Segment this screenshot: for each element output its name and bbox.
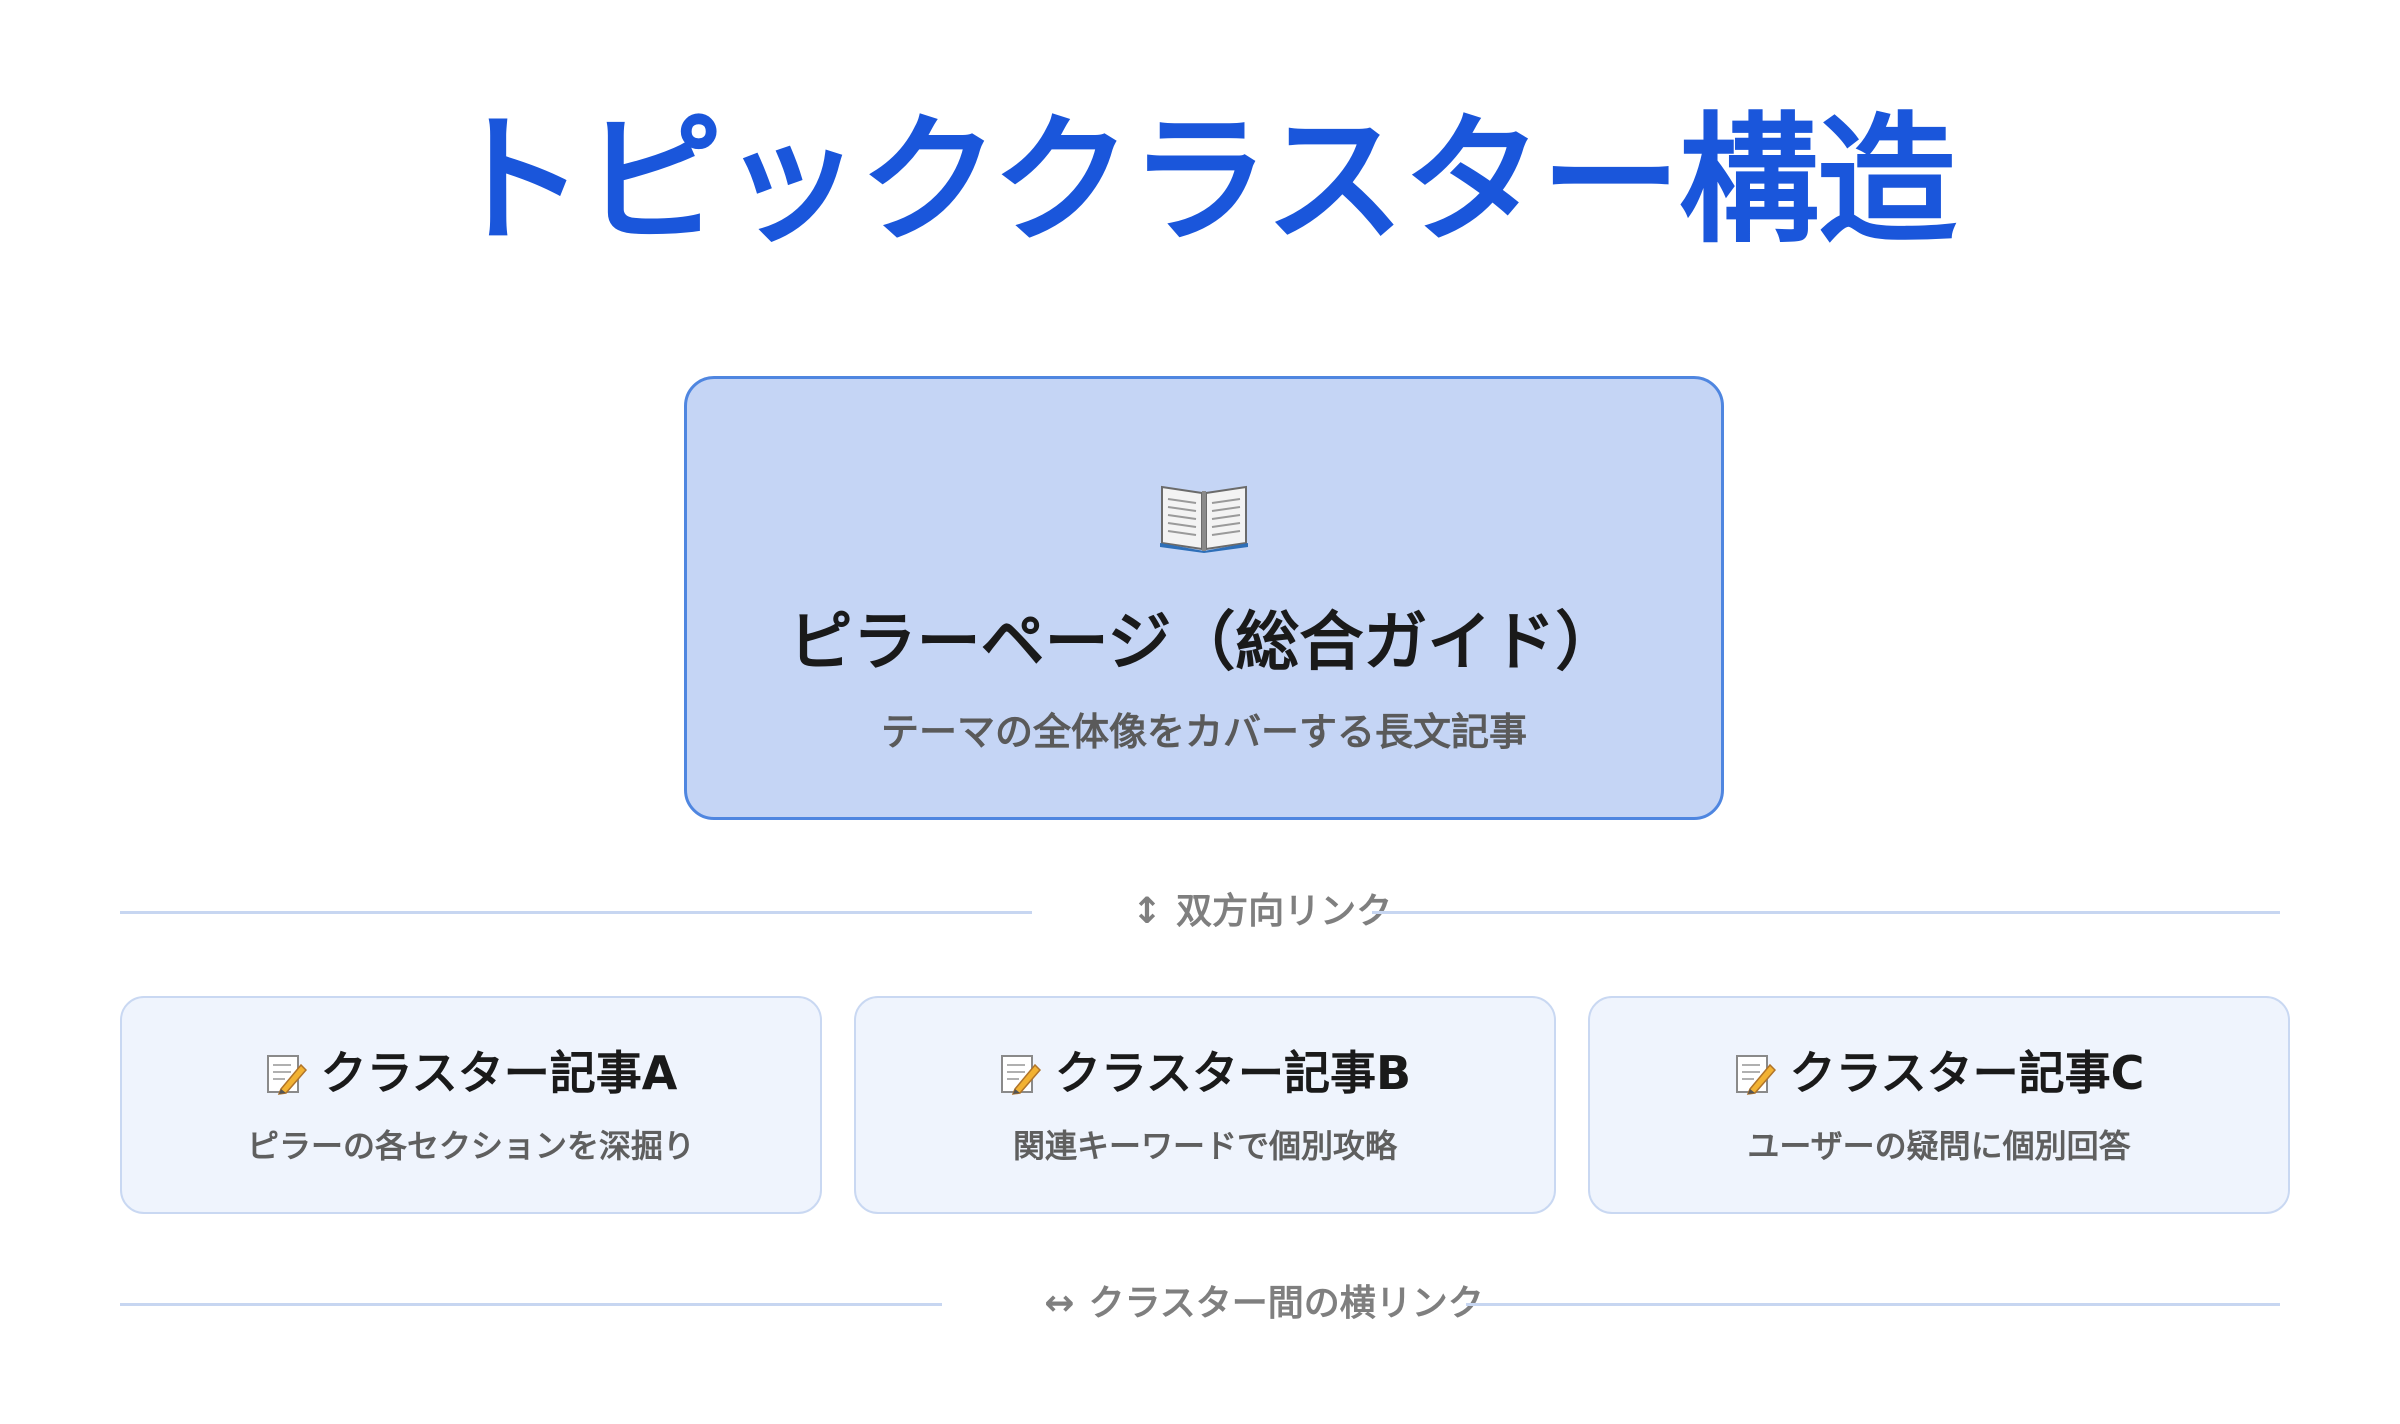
pillar-subtitle: テーマの全体像をカバーする長文記事 [880, 710, 1527, 754]
cluster-card-b: クラスター記事B 関連キーワードで個別攻略 [854, 996, 1556, 1214]
memo-icon [1734, 1053, 1776, 1102]
up-down-arrow-icon: ↕ [1131, 891, 1163, 932]
divider-line-right [1372, 911, 2280, 914]
page-title: トピッククラスター構造 [445, 100, 1957, 263]
open-book-icon [687, 473, 1721, 556]
cluster-subtitle-c: ユーザーの疑問に個別回答 [1747, 1127, 2131, 1165]
cluster-articles: クラスター記事A ピラーの各セクションを深掘り クラスター記事B 関連キーワード… [120, 996, 2290, 1214]
divider-line-left [120, 911, 1032, 914]
cluster-title-c: クラスター記事C [1789, 1046, 2145, 1100]
cluster-card-a: クラスター記事A ピラーの各セクションを深掘り [120, 996, 822, 1214]
left-right-arrow-icon: ↔ [1044, 1283, 1075, 1324]
bidirectional-link-divider: ↕ 双方向リンク [120, 882, 2280, 942]
cross-cluster-link-divider: ↔ クラスター間の横リンク [120, 1274, 2280, 1334]
cluster-subtitle-a: ピラーの各セクションを深掘り [246, 1127, 695, 1165]
pillar-page-box: ピラーページ（総合ガイド） テーマの全体像をカバーする長文記事 [684, 376, 1724, 820]
cross-cluster-link-label: ↔ クラスター間の横リンク [942, 1274, 1586, 1334]
pillar-title: ピラーページ（総合ガイド） [788, 606, 1620, 680]
memo-icon [999, 1053, 1041, 1102]
cluster-subtitle-b: 関連キーワードで個別攻略 [1012, 1127, 1397, 1165]
divider-line-left [120, 1303, 942, 1306]
divider-line-right [1466, 1303, 2280, 1306]
memo-icon [265, 1053, 307, 1102]
cluster-card-c: クラスター記事C ユーザーの疑問に個別回答 [1588, 996, 2290, 1214]
bidirectional-link-label: ↕ 双方向リンク [1032, 882, 1492, 942]
bidirectional-link-text: 双方向リンク [1176, 891, 1393, 932]
cluster-title-b: クラスター記事B [1054, 1046, 1412, 1100]
cross-cluster-link-text: クラスター間の横リンク [1088, 1283, 1484, 1324]
cluster-title-a: クラスター記事A [320, 1046, 678, 1100]
